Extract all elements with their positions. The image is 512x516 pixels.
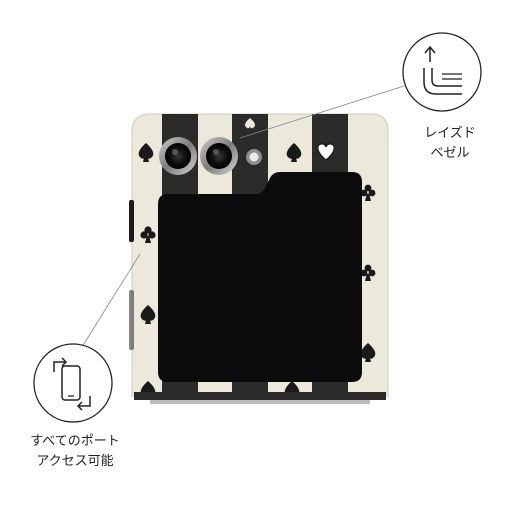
callout-line-port-access — [79, 253, 141, 351]
raised-bezel-label-line1: レイズド — [424, 126, 476, 141]
raised-bezel-label: レイズド ベゼル — [400, 124, 500, 164]
callout-line-raised-bezel — [239, 85, 405, 139]
port-access-icon — [33, 343, 113, 423]
club-icon — [360, 184, 376, 201]
spade-icon — [140, 305, 156, 324]
spade-icon — [286, 143, 302, 162]
raised-bezel-label-line2: ベゼル — [430, 146, 470, 161]
club-icon — [360, 264, 376, 281]
camera-lens — [165, 143, 191, 169]
camera-module — [159, 137, 262, 175]
raised-bezel-icon — [402, 32, 482, 112]
spade-icon — [138, 143, 154, 162]
spade-icon — [245, 118, 255, 129]
side-port-cutout — [129, 290, 134, 350]
heart-icon — [317, 143, 335, 161]
club-icon — [140, 226, 156, 243]
camera-lens — [206, 143, 232, 169]
port-access-label: すべてのポート アクセス可能 — [0, 432, 150, 472]
spade-icon — [360, 343, 376, 362]
side-button-cutout — [129, 200, 134, 242]
port-access-label-line1: すべてのポート — [30, 434, 120, 449]
cover-screen — [158, 172, 362, 382]
port-access-label-line2: アクセス可能 — [36, 454, 114, 469]
